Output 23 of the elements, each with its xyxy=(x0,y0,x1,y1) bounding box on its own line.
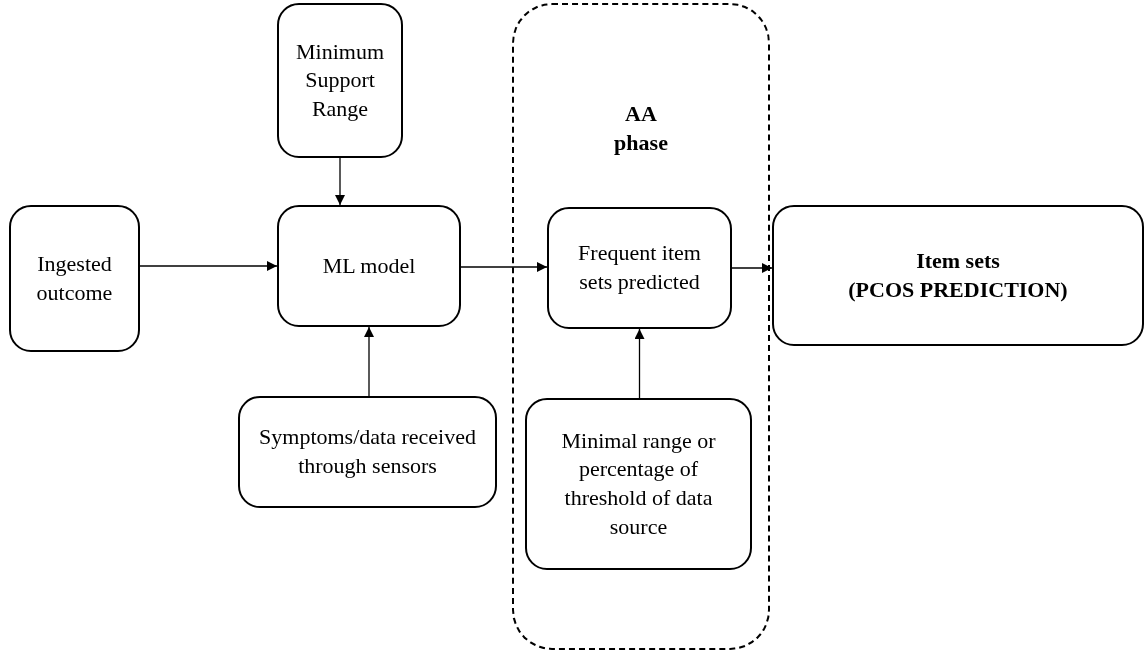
box-label: Minimal range or percentage of threshold of data source xyxy=(560,426,717,541)
box-label: ML model xyxy=(322,251,416,280)
process-box xyxy=(238,396,497,508)
arrow xyxy=(460,262,548,272)
process-box xyxy=(9,205,140,352)
process-box xyxy=(772,205,1144,346)
process-box xyxy=(525,398,752,570)
process-box xyxy=(277,3,403,158)
box-label: Ingested outcome xyxy=(35,249,114,307)
box-label: Frequent item sets predicted xyxy=(577,239,702,296)
phase-group xyxy=(512,3,770,650)
group-title: AA phase xyxy=(613,100,669,157)
arrow xyxy=(139,261,278,271)
arrow xyxy=(731,263,773,273)
arrow xyxy=(364,326,374,397)
box-label: Symptoms/data received through sensors xyxy=(258,423,477,480)
box-label: Minimum Support Range xyxy=(295,37,385,123)
process-box xyxy=(277,205,461,327)
box-label: Item sets xyxy=(916,246,1000,275)
arrow xyxy=(335,157,345,206)
arrow xyxy=(634,328,645,399)
box-label: (PCOS PREDICTION) xyxy=(848,275,1068,304)
process-box xyxy=(547,207,732,329)
